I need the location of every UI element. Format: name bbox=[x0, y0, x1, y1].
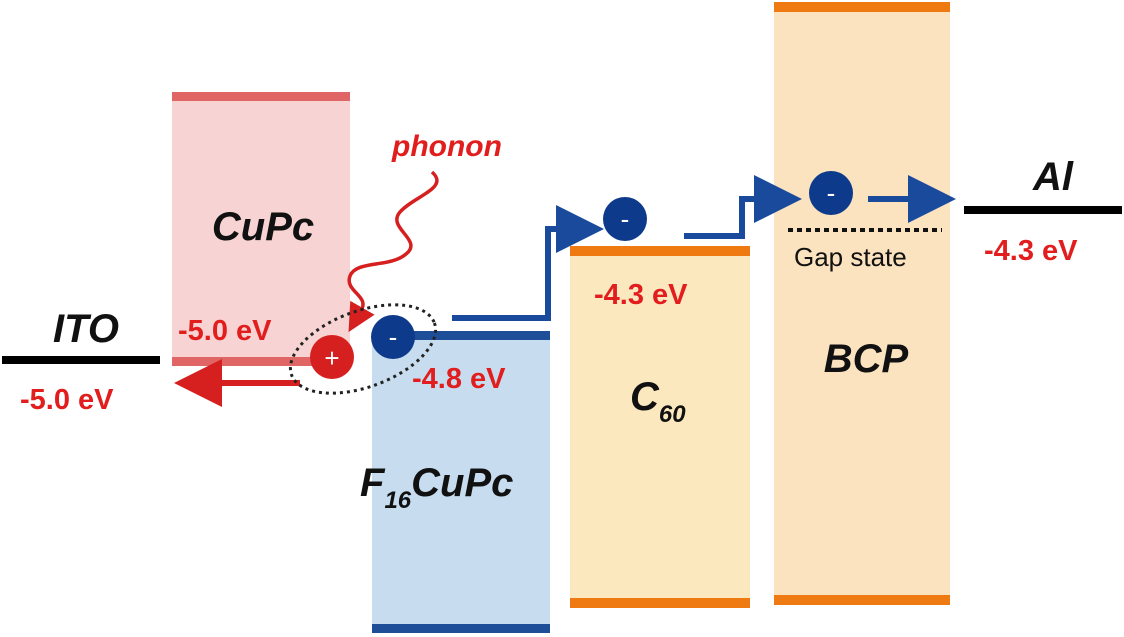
electron-symbol: - bbox=[827, 178, 836, 208]
f16cupc-energy-label: -4.8 eV bbox=[412, 363, 506, 395]
al-label: Al bbox=[1032, 155, 1074, 199]
f16cupc-label: F16CuPc bbox=[360, 461, 513, 514]
f16cupc-homo-edge bbox=[372, 624, 550, 633]
ito-label: ITO bbox=[53, 307, 119, 351]
hole-circle bbox=[310, 335, 354, 379]
al-energy-label: -4.3 eV bbox=[984, 235, 1078, 267]
electron-symbol: - bbox=[389, 322, 398, 352]
bcp-layer bbox=[774, 2, 950, 605]
f16cupc-label-rest: CuPc bbox=[411, 461, 513, 505]
exciton-ellipse bbox=[288, 303, 438, 395]
bcp-band bbox=[774, 2, 950, 604]
electron-carrier-c60: - bbox=[603, 197, 647, 241]
f16cupc-label-sub: 16 bbox=[384, 487, 411, 514]
electron-circle bbox=[371, 315, 415, 359]
f16cupc-label-main: F bbox=[360, 461, 386, 505]
cupc-label: CuPc bbox=[212, 205, 314, 249]
electron-circle bbox=[809, 171, 853, 215]
electron-circle bbox=[603, 197, 647, 241]
cupc-band bbox=[172, 92, 350, 364]
c60-label-sub: 60 bbox=[659, 401, 686, 428]
hole-carrier: + bbox=[310, 335, 354, 379]
c60-label-main: C bbox=[630, 375, 660, 419]
c60-band bbox=[570, 246, 750, 607]
c60-label: C60 bbox=[630, 375, 686, 428]
c60-energy-label: -4.3 eV bbox=[594, 279, 688, 311]
electron-carrier-f16cupc: - bbox=[371, 315, 415, 359]
electron-symbol: - bbox=[621, 204, 630, 234]
bcp-homo-edge bbox=[774, 595, 950, 605]
f16cupc-layer bbox=[372, 331, 550, 633]
c60-layer bbox=[570, 246, 750, 608]
electron-path-arrow-1 bbox=[452, 205, 604, 321]
cupc-homo-edge bbox=[172, 357, 350, 366]
phonon-label: phonon bbox=[391, 130, 502, 163]
cupc-layer bbox=[172, 92, 350, 366]
electron-path-arrow-2 bbox=[684, 175, 802, 239]
c60-homo-edge bbox=[570, 598, 750, 608]
hole-symbol: + bbox=[324, 343, 339, 373]
cupc-energy-label: -5.0 eV bbox=[178, 315, 272, 347]
f16cupc-band bbox=[372, 331, 550, 633]
cupc-lumo-edge bbox=[172, 92, 350, 101]
gap-state-label: Gap state bbox=[794, 242, 907, 272]
f16cupc-lumo-edge bbox=[372, 331, 550, 340]
electron-carrier-bcp: - bbox=[809, 171, 853, 215]
phonon-wave-arrow bbox=[347, 170, 439, 333]
ito-energy-label: -5.0 eV bbox=[20, 384, 114, 416]
bcp-label: BCP bbox=[824, 337, 909, 381]
c60-lumo-edge bbox=[570, 246, 750, 256]
bcp-lumo-edge bbox=[774, 2, 950, 12]
